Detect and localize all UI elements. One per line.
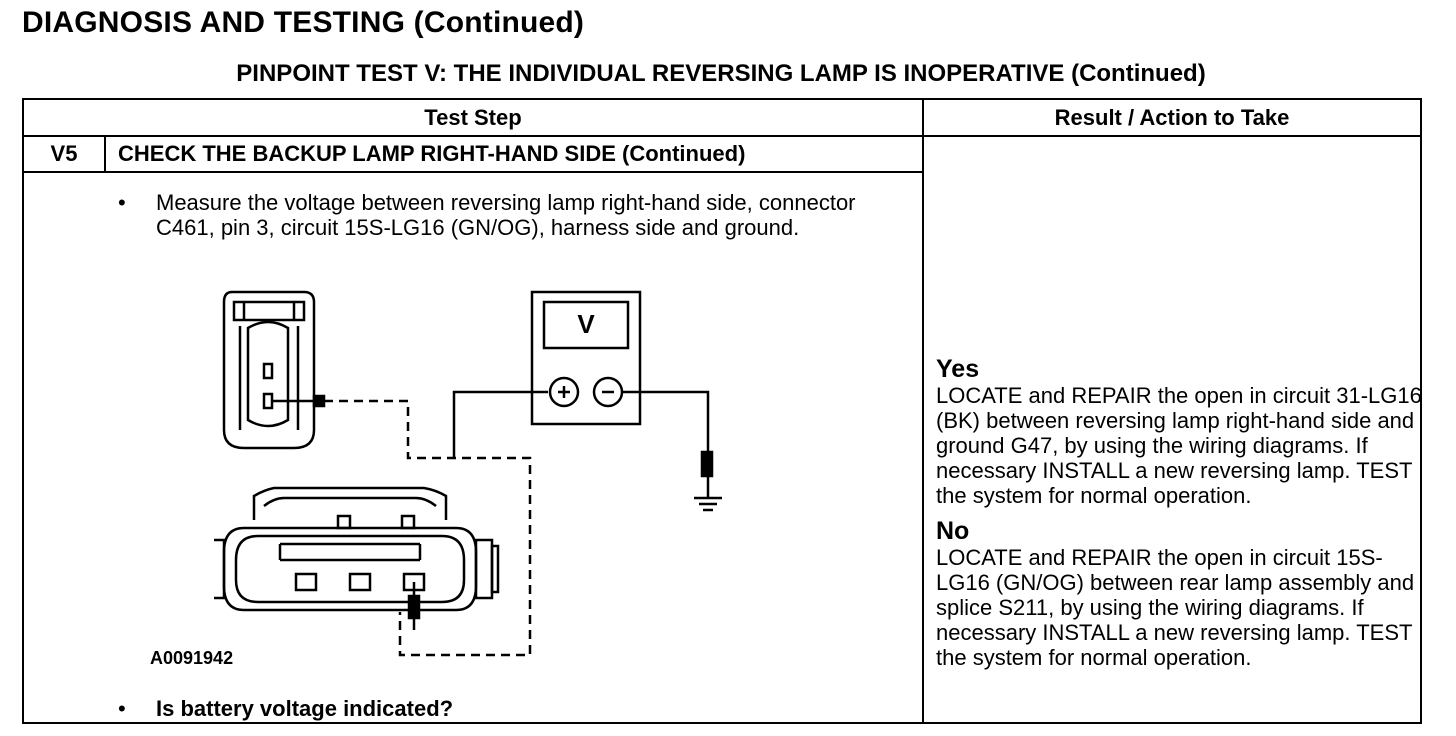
harness-connector-icon xyxy=(214,486,500,612)
result-no-text: LOCATE and REPAIR the open in circuit 15… xyxy=(936,545,1415,670)
step-question: Is battery voltage indicated? xyxy=(156,696,454,721)
page-heading: DIAGNOSIS AND TESTING (Continued) xyxy=(22,6,585,39)
voltmeter-connector-diagram: V xyxy=(214,290,722,657)
voltmeter-icon xyxy=(530,290,642,426)
result-yes-label: Yes xyxy=(936,355,980,383)
bullet: • xyxy=(118,190,126,215)
lamp-connector-icon xyxy=(222,290,316,450)
step-id-divider xyxy=(104,136,106,172)
result-block: Yes LOCATE and REPAIR the open in circui… xyxy=(936,355,1426,671)
step-title-divider xyxy=(24,171,922,173)
header-divider xyxy=(24,135,1420,137)
result-no-label: No xyxy=(936,517,970,545)
figure-id: A0091942 xyxy=(150,648,234,668)
result-action-header: Result / Action to Take xyxy=(1054,105,1290,130)
pinpoint-test-title: PINPOINT TEST V: THE INDIVIDUAL REVERSIN… xyxy=(236,60,1206,87)
meter-label: V xyxy=(577,309,595,339)
step-id: V5 xyxy=(50,141,78,166)
step-instruction: Measure the voltage between reversing la… xyxy=(156,190,856,240)
column-divider xyxy=(922,100,924,722)
result-yes-text: LOCATE and REPAIR the open in circuit 31… xyxy=(936,383,1422,508)
ground-icon xyxy=(694,496,722,512)
step-title: CHECK THE BACKUP LAMP RIGHT-HAND SIDE (C… xyxy=(118,141,746,166)
bullet: • xyxy=(118,696,126,721)
test-step-header: Test Step xyxy=(424,105,522,130)
pinpoint-test-table: Test Step Result / Action to Take V5 CHE… xyxy=(22,98,1422,724)
